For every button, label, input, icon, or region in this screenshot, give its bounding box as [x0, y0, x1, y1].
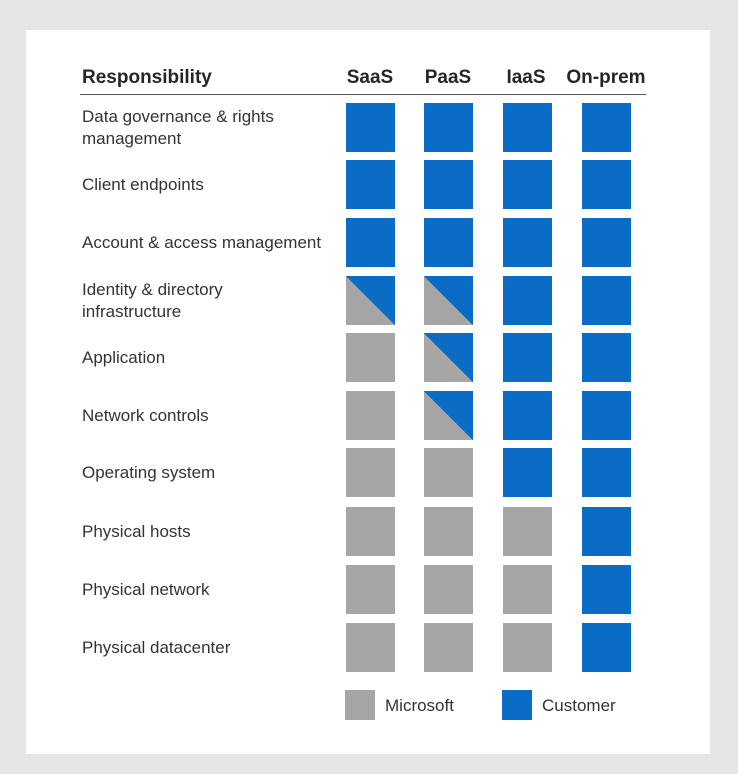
cell-iaas-microsoft [503, 565, 552, 614]
legend-swatch-microsoft [345, 690, 375, 720]
column-header-saas: SaaS [346, 67, 394, 88]
responsibility-header: Responsibility [82, 67, 212, 88]
cell-iaas-customer [503, 276, 552, 325]
column-header-iaas: IaaS [506, 67, 546, 88]
cell-on-prem-customer [582, 623, 631, 672]
legend-swatch-customer [502, 690, 532, 720]
row-label: Account & access management [82, 232, 322, 252]
legend-label-customer: Customer [542, 696, 616, 715]
cell-on-prem-customer [582, 333, 631, 382]
cell-iaas-customer [503, 103, 552, 152]
cell-paas-microsoft [424, 507, 473, 556]
cell-iaas-customer [503, 160, 552, 209]
row-label: Physical network [82, 579, 210, 599]
row-label: Network controls [82, 405, 209, 425]
row-label: Identity & directory infrastructure [82, 279, 223, 321]
cell-on-prem-customer [582, 391, 631, 440]
cell-paas-customer [424, 103, 473, 152]
cell-on-prem-customer [582, 218, 631, 267]
cell-iaas-customer [503, 218, 552, 267]
row-label: Client endpoints [82, 174, 204, 194]
cell-paas-customer [424, 218, 473, 267]
cell-iaas-customer [503, 448, 552, 497]
cell-paas-microsoft [424, 448, 473, 497]
legend-label-microsoft: Microsoft [385, 696, 454, 715]
cell-saas-microsoft [346, 623, 395, 672]
cell-iaas-customer [503, 391, 552, 440]
cell-paas-shared [424, 391, 473, 440]
cell-saas-customer [346, 218, 395, 267]
cell-on-prem-customer [582, 276, 631, 325]
cell-on-prem-customer [582, 103, 631, 152]
cell-iaas-microsoft [503, 507, 552, 556]
header-divider [80, 94, 646, 95]
cell-iaas-microsoft [503, 623, 552, 672]
cell-saas-microsoft [346, 565, 395, 614]
cell-saas-microsoft [346, 448, 395, 497]
cell-saas-microsoft [346, 333, 395, 382]
cell-saas-customer [346, 160, 395, 209]
row-label: Physical datacenter [82, 637, 231, 657]
cell-saas-shared [346, 276, 395, 325]
row-label: Operating system [82, 462, 216, 482]
cell-on-prem-customer [582, 507, 631, 556]
column-header-on-prem: On-prem [566, 67, 646, 88]
row-label: Physical hosts [82, 521, 191, 541]
cell-on-prem-customer [582, 160, 631, 209]
column-header-paas: PaaS [424, 67, 472, 88]
cell-iaas-customer [503, 333, 552, 382]
cell-paas-shared [424, 333, 473, 382]
cell-on-prem-customer [582, 565, 631, 614]
cell-paas-customer [424, 160, 473, 209]
cell-saas-microsoft [346, 391, 395, 440]
row-label: Application [82, 347, 166, 367]
cell-saas-microsoft [346, 507, 395, 556]
cell-paas-shared [424, 276, 473, 325]
row-label: Data governance & rights management [82, 106, 274, 148]
cell-paas-microsoft [424, 623, 473, 672]
cell-paas-microsoft [424, 565, 473, 614]
cell-saas-customer [346, 103, 395, 152]
cell-on-prem-customer [582, 448, 631, 497]
